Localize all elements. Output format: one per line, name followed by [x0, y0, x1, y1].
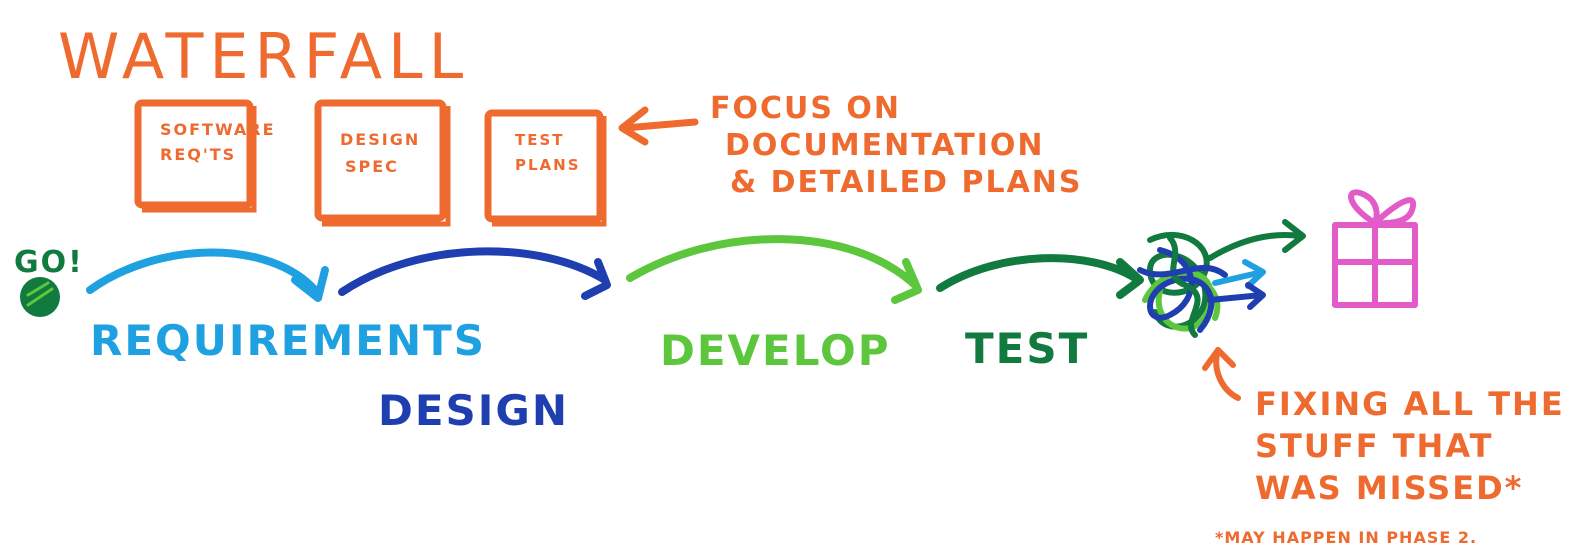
phase-label-design: DESIGN [378, 386, 569, 435]
document-shadow [142, 106, 257, 213]
document-test-plans: TEST PLANS [484, 109, 607, 227]
arrow-develop [626, 235, 922, 304]
document-label-line2: SPEC [345, 157, 399, 176]
phase-label-requirements: REQUIREMENTS [90, 316, 486, 365]
doc-note-arrow [618, 106, 699, 146]
document-frame [484, 109, 604, 223]
footnote: *MAY HAPPEN IN PHASE 2. [1215, 528, 1477, 547]
document-label-line1: DESIGN [340, 130, 420, 149]
document-label-line1: TEST [515, 131, 565, 149]
start-marker [20, 277, 60, 317]
arrow-requirements [86, 248, 329, 302]
document-shadow [322, 106, 451, 227]
gift-icon [1332, 189, 1418, 308]
doc-note-line2: DOCUMENTATION [725, 128, 1045, 163]
phase-label-develop: DEVELOP [660, 326, 891, 375]
fix-note-line2: STUFF THAT [1255, 427, 1493, 465]
document-shadow [492, 116, 607, 227]
doc-note-line1: FOCUS ON [710, 91, 901, 126]
exit-arrows [1207, 219, 1306, 310]
arrow-design [338, 247, 611, 300]
tangle-knot [1137, 231, 1228, 338]
doc-note-line3: & DETAILED PLANS [730, 165, 1083, 200]
fix-note-line3: WAS MISSED* [1255, 469, 1523, 507]
document-frame [314, 99, 447, 222]
arrow-test [936, 254, 1144, 299]
fix-note-arrow [1202, 347, 1241, 401]
phase-label-test: TEST [965, 324, 1089, 373]
fix-note-line1: FIXING ALL THE [1255, 385, 1565, 423]
document-software-reqts: SOFTWARE REQ'TS [134, 99, 276, 213]
document-design-spec: DESIGN SPEC [314, 99, 451, 227]
document-label-line1: SOFTWARE [160, 120, 276, 139]
document-label-line2: PLANS [515, 156, 581, 174]
document-label-line2: REQ'TS [160, 145, 236, 164]
document-frame [134, 99, 254, 209]
start-label: GO! [14, 245, 84, 280]
diagram-title: WATERFALL [58, 20, 469, 93]
